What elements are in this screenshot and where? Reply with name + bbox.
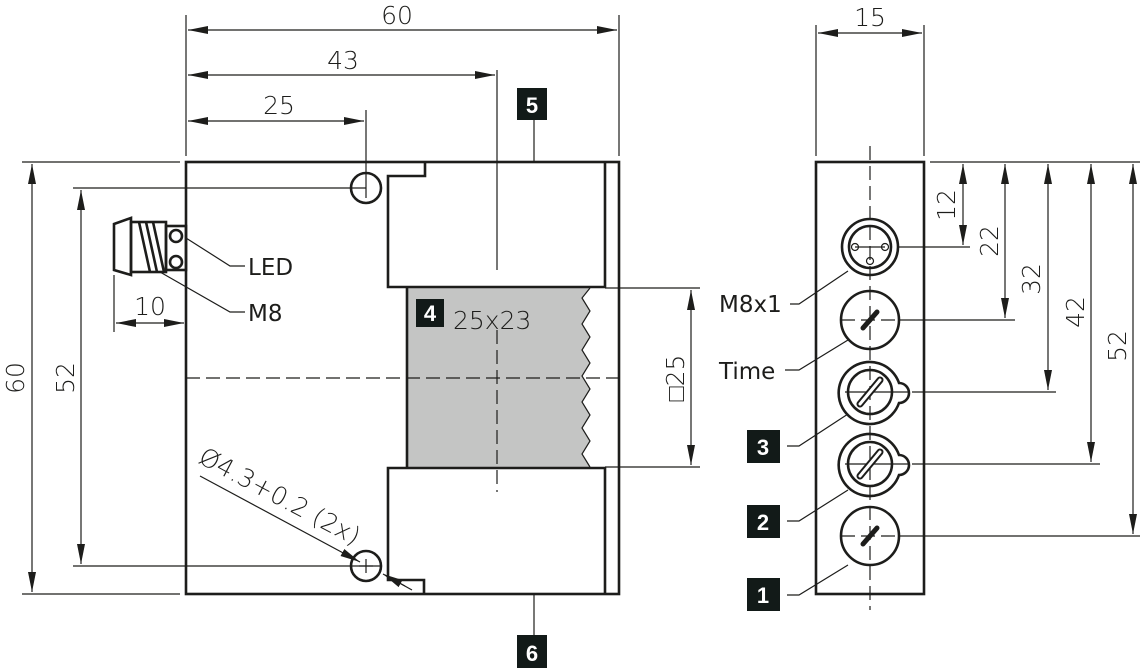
dim-square-25: □25 — [661, 355, 690, 402]
badge-6: 6 — [517, 635, 547, 668]
m8-connector — [112, 216, 188, 277]
svg-text:5: 5 — [526, 93, 538, 118]
dim-width-60: 60 — [381, 1, 413, 30]
dim-height-60: 60 — [1, 362, 30, 394]
badge-4: 4 — [416, 299, 444, 327]
label-m8x1: M8x1 — [719, 292, 782, 318]
badge-5: 5 — [517, 88, 547, 120]
svg-text:6: 6 — [526, 641, 538, 666]
front-view — [22, 15, 700, 635]
dim-25: 25 — [263, 91, 295, 120]
led-icon — [168, 228, 184, 244]
svg-text:1: 1 — [757, 583, 769, 608]
label-led: LED — [248, 255, 293, 281]
dim-side-42: 42 — [1061, 296, 1090, 328]
label-hole-spec: Ø4.3+0.2 (2x) — [194, 442, 365, 551]
dim-43: 43 — [327, 46, 359, 75]
svg-text:4: 4 — [424, 301, 437, 326]
dim-side-15: 15 — [854, 3, 886, 32]
badge-3: 3 — [747, 430, 780, 463]
dim-side-12: 12 — [932, 189, 961, 221]
switch-3-icon — [837, 360, 911, 426]
dim-side-32: 32 — [1017, 263, 1046, 295]
svg-text:3: 3 — [757, 435, 769, 460]
svg-text:2: 2 — [757, 510, 769, 535]
dim-10: 10 — [134, 292, 166, 321]
badge-1: 1 — [747, 578, 780, 611]
label-active-face: 25x23 — [453, 306, 531, 335]
label-m8: M8 — [248, 301, 282, 327]
dim-52: 52 — [51, 362, 80, 394]
dim-side-22: 22 — [975, 225, 1004, 257]
badge-2: 2 — [747, 505, 780, 538]
side-view — [785, 25, 1140, 610]
switch-2-icon — [837, 432, 911, 498]
dim-side-52: 52 — [1103, 330, 1132, 362]
label-time: Time — [718, 359, 775, 385]
